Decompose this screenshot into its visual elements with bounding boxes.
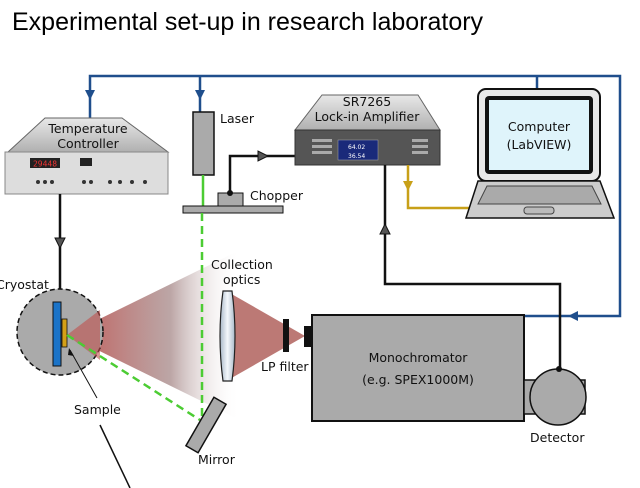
temperature-controller-label-2: Controller [57,136,119,151]
collection-optics-label: Collection [211,257,273,272]
chopper [182,192,284,214]
computer-label: Computer [508,119,571,134]
control-arrows [85,90,578,321]
sample-label: Sample [74,402,121,417]
lockin-label: Lock-in Amplifier [315,109,421,124]
detector-label: Detector [530,430,585,445]
emission-cone [67,250,240,420]
mirror [184,396,228,454]
focused-beam [228,292,305,380]
lockin-r-value: 64.02 [348,144,365,151]
lp-filter-label: LP filter [261,359,309,374]
collection-optics-label-2: optics [223,272,260,287]
lockin-model-label: SR7265 [343,94,391,109]
laser-label: Laser [220,111,255,126]
collection-lens [219,290,236,382]
computer: Computer (LabVIEW) [464,88,616,219]
laser [192,111,215,176]
temperature-controller-label: Temperature [47,121,127,136]
monochromator [311,314,525,422]
detector [529,368,587,426]
lockin-amplifier: 64.02 36.54 SR7265 Lock-in Amplifier [293,94,441,166]
entrance-slit [304,326,312,347]
tc-display: 29448 [33,160,57,169]
lp-filter [283,319,289,352]
computer-software-label: (LabVIEW) [507,137,572,152]
monochromator-label: Monochromator [369,350,469,365]
lockin-theta-value: 36.54 [348,153,365,160]
mirror-label: Mirror [198,452,236,467]
monochromator-model-label: (e.g. SPEX1000M) [362,372,474,387]
temperature-controller: 29448 Temperature Controller [4,117,170,195]
sample [61,318,68,348]
chopper-label: Chopper [250,188,304,203]
cryostat-label: Cryostat [0,277,49,292]
diagram-title: Experimental set-up in research laborato… [12,8,484,36]
cold-finger [52,301,62,367]
